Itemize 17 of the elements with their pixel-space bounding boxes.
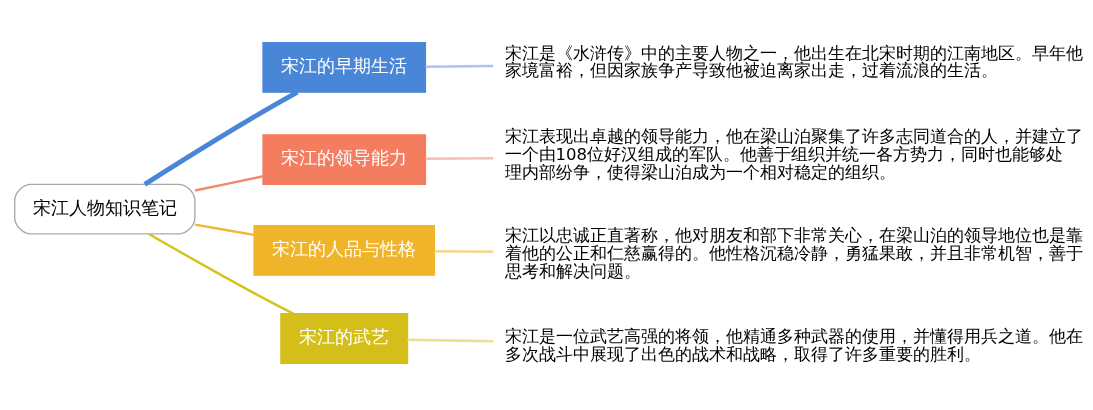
connector [425, 156, 494, 161]
node-text: 宋江以忠诚正直著称，他对朋友和部下非常关心，在梁山泊的领导地位也是靠着他的公正和仁慈赢得的。他性格沉稳冷静，勇猛果敢，并且非常机智，善于思考和解决问题。 [504, 225, 1083, 281]
node-box: 宋江的人品与性格 [253, 224, 436, 276]
node-text: 宋江是一位武艺高强的将领，他精通多种武器的使用，并懂得用兵之道。他在多次战斗中展现了出色的战术和战略，取得了许多重要的胜利。 [504, 327, 1083, 364]
connector [434, 250, 494, 254]
connector [143, 90, 299, 187]
node-box: 宋江的早期生活 [262, 41, 427, 93]
node-box: 宋江的领导能力 [262, 134, 427, 186]
node-text: 宋江是《水浒传》中的主要人物之一，他出生在北宋时期的江南地区。早年他家境富裕，但因家族争产导致他被迫离家出走，过着流浪的生活。 [504, 43, 1083, 81]
connector [407, 338, 494, 343]
connector [194, 175, 264, 192]
connector [148, 233, 294, 315]
node-text: 宋江表现出卓越的领导能力，他在梁山泊聚集了许多志同道合的人，并建立了一个由108位好汉组成的军队。他善于组织并统一各方势力，同时也能够处理内部纷争，使得梁山泊成为一个相对稳定的组织。 [504, 126, 1083, 182]
connector [425, 64, 494, 68]
connector [194, 223, 255, 237]
node-box: 宋江人物知识笔记 [14, 183, 196, 235]
node-box: 宋江的武艺 [280, 313, 409, 364]
